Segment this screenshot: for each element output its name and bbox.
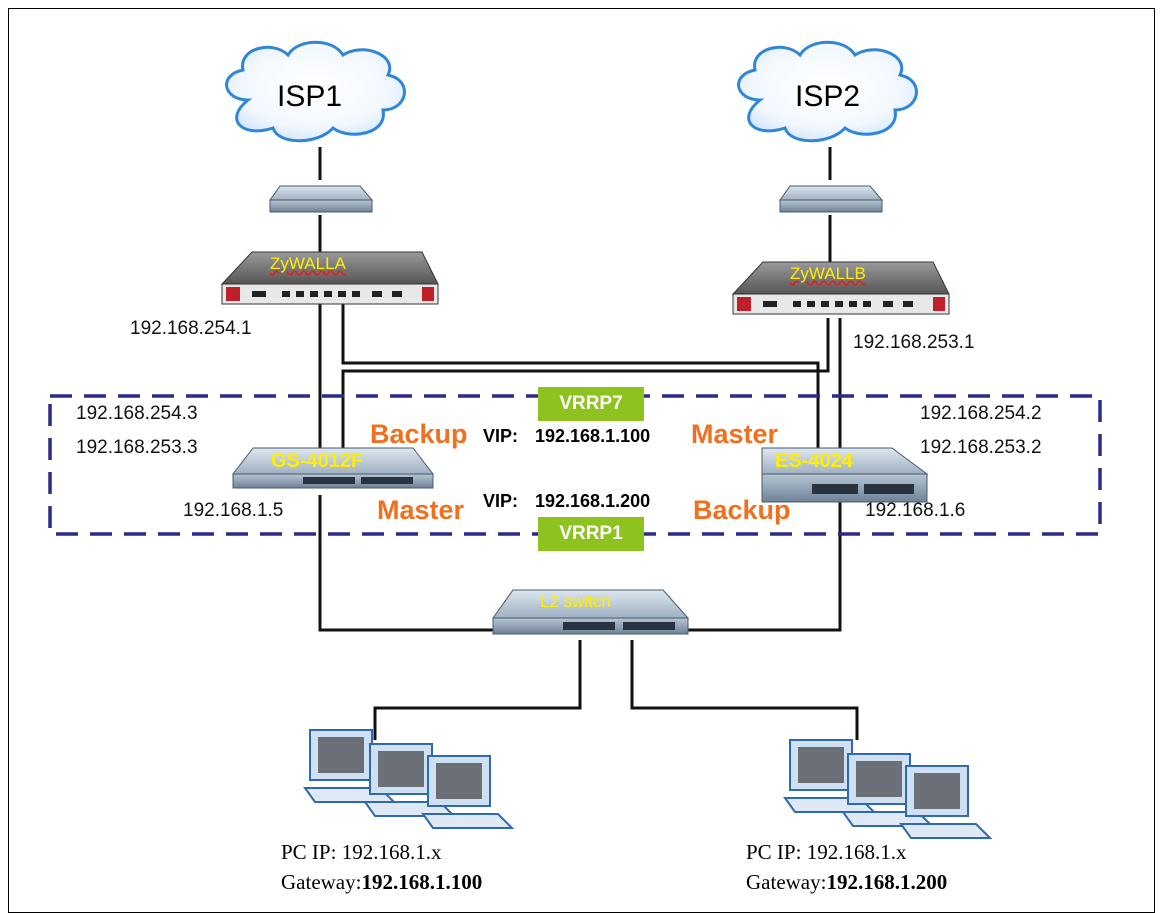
modem-icon — [779, 185, 884, 213]
pc-group2-ip: PC IP: 192.168.1.x — [746, 840, 907, 864]
gs-ip-lan: 192.168.1.5 — [183, 500, 284, 521]
pc-group1-ip: PC IP: 192.168.1.x — [281, 840, 442, 864]
fwA-es-link — [341, 303, 820, 455]
vrrp1-badge: VRRP1 — [538, 517, 644, 551]
vrrp1-left-role: Master — [377, 495, 465, 525]
l2-pc1-link — [373, 640, 582, 740]
vrrp7-badge: VRRP7 — [538, 387, 644, 421]
pc-group1-gateway: Gateway:192.168.1.100 — [281, 870, 482, 895]
vrrp7-vip-label: VIP: — [483, 426, 519, 446]
vrrp7-right-role: Master — [691, 419, 779, 449]
vrrp7-vip-value: 192.168.1.100 — [535, 426, 651, 446]
gs-switch-name: GS-4012F — [271, 450, 364, 472]
vrrp1-right-role: Backup — [693, 495, 791, 525]
gs-ip-254: 192.168.254.3 — [76, 403, 198, 424]
isp2-label: ISP2 — [795, 80, 861, 113]
pc-group2-gateway-prefix: Gateway: — [746, 870, 827, 894]
firewall-icon — [220, 251, 439, 305]
gs-l2-link — [318, 495, 510, 632]
pc-group-icon — [784, 739, 991, 839]
fwB-gs-link — [341, 318, 830, 455]
pc-group1-gateway-prefix: Gateway: — [281, 870, 362, 894]
firewall-icon — [731, 261, 950, 315]
cloud-icon — [737, 40, 918, 143]
pc-group-icon — [303, 729, 513, 829]
gs-ip-253: 192.168.253.3 — [76, 437, 198, 458]
firewall-a-name: ZyWALLA — [270, 254, 346, 273]
vrrp7-left-role: Backup — [370, 419, 468, 449]
isp1-label: ISP1 — [277, 80, 343, 113]
es-ip-lan: 192.168.1.6 — [865, 500, 966, 521]
vrrp1-vip-label: VIP: — [483, 491, 519, 511]
switch-icon — [231, 447, 435, 489]
es-switch-name: ES-4024 — [775, 450, 853, 472]
pc-group1-gateway-value: 192.168.1.100 — [361, 870, 483, 894]
es-l2-link — [680, 500, 842, 632]
pc-group2-gateway: Gateway:192.168.1.200 — [746, 870, 947, 895]
pc-group2-gateway-value: 192.168.1.200 — [826, 870, 948, 894]
switch-icon — [761, 447, 929, 503]
switch-icon — [492, 589, 690, 635]
l2-switch-name: L2 switch — [540, 592, 611, 611]
l2-pc2-link — [630, 640, 859, 740]
connection-lines — [318, 147, 859, 740]
es-ip-253: 192.168.253.2 — [920, 437, 1042, 458]
es-ip-254: 192.168.254.2 — [920, 403, 1042, 424]
cloud-icon — [225, 40, 406, 143]
firewall-b-name: ZyWALLB — [790, 264, 866, 283]
vrrp1-vip-value: 192.168.1.200 — [535, 491, 651, 511]
firewall-a-ip: 192.168.254.1 — [130, 318, 252, 339]
firewall-b-ip: 192.168.253.1 — [853, 332, 975, 353]
modem-icon — [269, 185, 374, 213]
